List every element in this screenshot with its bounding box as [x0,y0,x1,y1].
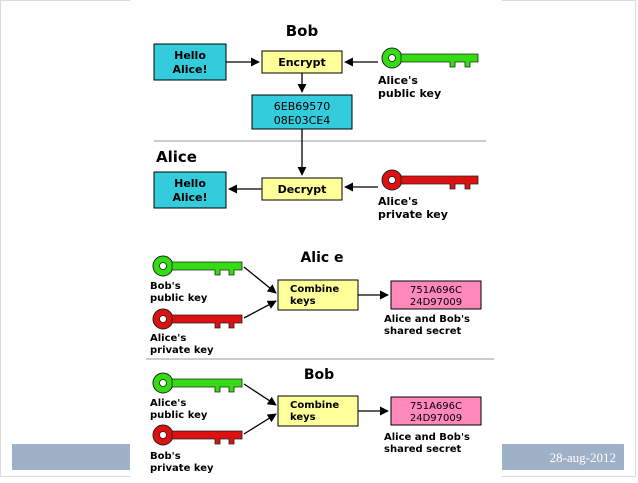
combine-box-bob [277,395,359,427]
exchange-alice-key2-line2: private key [150,345,214,356]
plaintext-box-top [153,43,227,81]
public-key-label-line2: public key [378,87,441,100]
exchange-bob-key1-line2: public key [150,410,208,421]
plaintext-top-line2: Alice! [172,63,207,76]
secret-alice-line2: 24D97009 [410,297,462,308]
arrow-key1-to-combine-bob [243,383,277,406]
exchange-alice-key1-line1: Bob's [150,281,181,292]
secret-box-alice [390,280,482,310]
secret-alice-line1: 751A696C [410,285,462,296]
ciphertext-line1: 6EB69570 [274,100,331,113]
combine-bob-line2: keys [290,412,316,423]
alice-label: Alice [156,148,197,166]
plaintext-box-bottom [153,171,227,209]
private-key-label-line1: Alice's [378,195,418,208]
exchange-bob-key2-line2: private key [150,463,214,474]
exchange-bob-key1-line1: Alice's [150,398,186,409]
exchange-alice-key2-line1: Alice's [150,333,186,344]
footer-date: 28-aug-2012 [549,450,616,465]
bobs-public-key-icon [152,255,243,277]
plaintext-top-line1: Hello [174,49,206,62]
exchange-bob-title: Bob [304,367,334,383]
combine-bob-line1: Combine [290,400,339,411]
secret-label-alice-line1: Alice and Bob's [384,314,470,325]
arrow-key2-to-combine-alice [243,300,277,319]
alices-private-key-icon [152,308,243,330]
encrypt-label: Encrypt [278,56,326,69]
bob-label: Bob [286,22,319,40]
ciphertext-line2: 08E03CE4 [274,114,331,127]
bobs-private-key-icon [152,424,243,446]
secret-bob-line1: 751A696C [410,401,462,412]
plaintext-bottom-line2: Alice! [172,191,207,204]
secret-label-bob-line1: Alice and Bob's [384,432,470,443]
exchange-alice-key1-line2: public key [150,293,208,304]
secret-label-alice-line2: shared secret [384,326,462,337]
private-key-label-line2: private key [378,208,448,221]
alices-public-key-icon [152,372,243,394]
exchange-alice-title: Alic e [300,250,343,266]
crypto-diagram: Bob Hello Alice! Encrypt Alice's public … [130,0,502,479]
decrypt-label: Decrypt [278,183,327,196]
secret-box-bob [390,396,482,426]
plaintext-bottom-line1: Hello [174,177,206,190]
combine-alice-line2: keys [290,296,316,307]
crypto-diagram-svg: Bob Hello Alice! Encrypt Alice's public … [146,22,494,474]
public-key-icon [381,47,479,69]
arrow-key1-to-combine-alice [243,266,277,294]
secret-label-bob-line2: shared secret [384,444,462,455]
private-key-icon [381,169,479,191]
combine-alice-line1: Combine [290,284,339,295]
secret-bob-line2: 24D97009 [410,413,462,424]
arrow-key2-to-combine-bob [243,413,277,435]
exchange-bob-key2-line1: Bob's [150,451,181,462]
public-key-label-line1: Alice's [378,74,418,87]
